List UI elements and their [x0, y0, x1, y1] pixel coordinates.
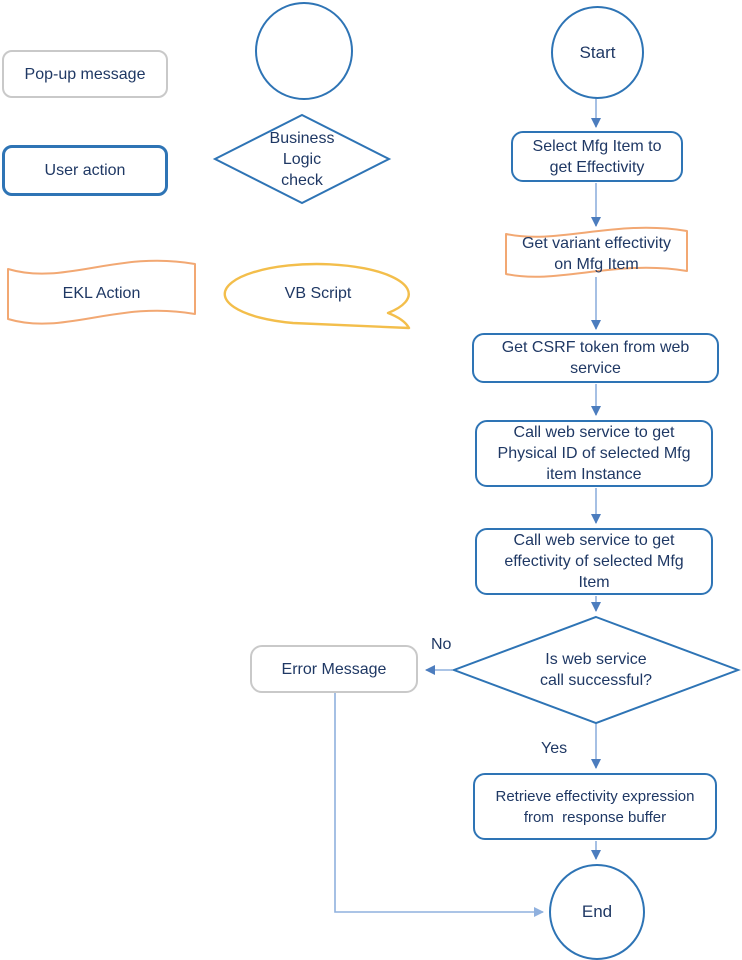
web-service-decision-label: Is web service call successful?: [539, 651, 653, 689]
diamond-outline: [451, 615, 741, 725]
start-node: Start: [551, 6, 644, 99]
error-message-label: Error Message: [281, 660, 387, 678]
legend-ekl-action-shape: EKL Action: [5, 253, 198, 333]
start-label: Start: [579, 42, 616, 62]
legend-popup-message-label: Pop-up message: [24, 65, 146, 83]
legend-circle-shape: [255, 2, 353, 100]
yes-branch-label: Yes: [541, 740, 568, 757]
legend-user-action-shape: User action: [2, 145, 168, 196]
get-variant-effectivity-node: Get variant effectivity on Mfg Item: [503, 222, 690, 285]
oval-callout-outline: [223, 262, 411, 330]
select-mfg-item-label: Select Mfg Item to get Effectivity: [532, 137, 662, 176]
web-service-decision-node: Is web service call successful?: [451, 615, 741, 725]
get-effectivity-label: Call web service to get effectivity of s…: [504, 532, 684, 591]
legend-ekl-action-label: EKL Action: [62, 284, 141, 302]
retrieve-effectivity-label: Retrieve effectivity expression from res…: [495, 787, 695, 826]
get-variant-effectivity-label: Get variant effectivity on Mfg Item: [521, 234, 672, 273]
end-label: End: [581, 902, 613, 921]
tape-outline: [7, 259, 196, 325]
error-message-node: Error Message: [250, 645, 418, 693]
legend-user-action-label: User action: [44, 162, 126, 179]
no-branch-label: No: [431, 636, 452, 653]
retrieve-effectivity-node: Retrieve effectivity expression from res…: [473, 773, 717, 840]
legend-vbscript-label: VB Script: [284, 284, 352, 302]
get-effectivity-node: Call web service to get effectivity of s…: [475, 528, 713, 595]
legend-popup-message-shape: Pop-up message: [2, 50, 168, 98]
get-physical-id-label: Call web service to get Physical ID of s…: [497, 424, 691, 483]
get-csrf-token-label: Get CSRF token from web service: [501, 339, 690, 377]
diamond-outline: [212, 113, 392, 205]
end-node: End: [549, 864, 645, 960]
legend-vbscript-shape: VB Script: [223, 262, 413, 332]
legend-decision-shape: Business Logic check: [212, 113, 392, 205]
connector-error-end: [334, 693, 544, 917]
get-physical-id-node: Call web service to get Physical ID of s…: [475, 420, 713, 487]
get-csrf-token-node: Get CSRF token from web service: [472, 333, 719, 383]
legend-decision-label: Business Logic check: [269, 129, 335, 189]
tape-outline: [505, 226, 688, 278]
select-mfg-item-node: Select Mfg Item to get Effectivity: [511, 131, 683, 182]
